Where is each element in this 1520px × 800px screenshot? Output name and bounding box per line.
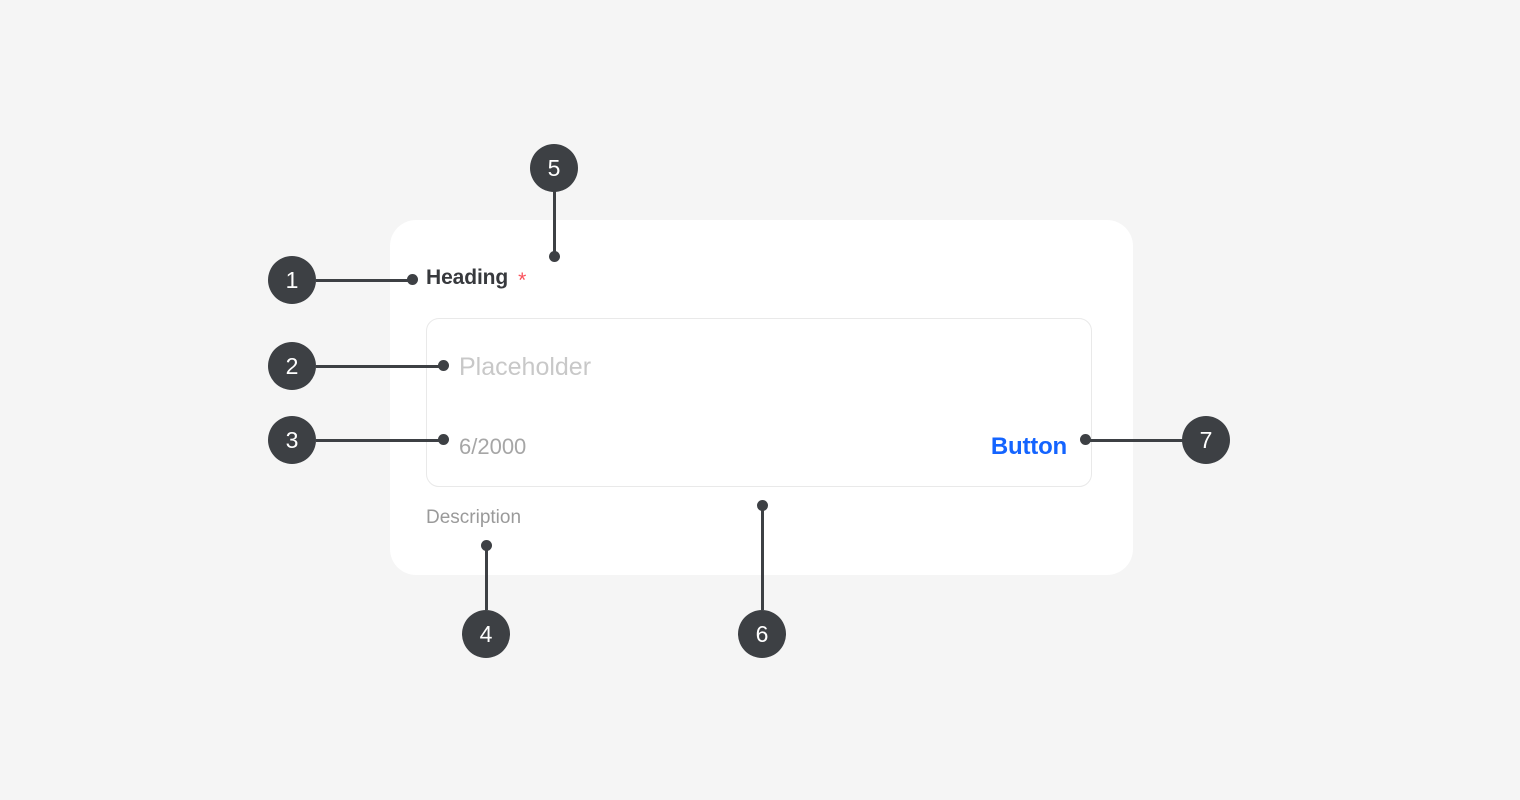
callout-badge-1[interactable]: 1	[268, 256, 316, 304]
character-counter: 6/2000	[459, 434, 527, 459]
textarea-field[interactable]: Placeholder 6/2000 Button	[426, 318, 1092, 487]
callout-2-line	[316, 365, 446, 368]
callout-3-line	[316, 439, 446, 442]
callout-badge-3-number: 3	[285, 426, 299, 453]
heading-row: Heading *	[426, 264, 526, 292]
callout-1-line	[316, 279, 416, 282]
callout-7-line	[1088, 439, 1188, 442]
callout-badge-6-number: 6	[755, 620, 769, 647]
callout-6-dot	[757, 500, 768, 511]
callout-7-dot	[1080, 434, 1091, 445]
callout-6-line	[761, 508, 764, 610]
callout-4-dot	[481, 540, 492, 551]
callout-badge-7[interactable]: 7	[1182, 416, 1230, 464]
callout-badge-5[interactable]: 5	[530, 144, 578, 192]
callout-5-dot	[549, 251, 560, 262]
callout-badge-7-number: 7	[1199, 426, 1213, 453]
callout-badge-2[interactable]: 2	[268, 342, 316, 390]
page-title: Heading	[426, 266, 509, 289]
callout-badge-1-number: 1	[285, 266, 299, 293]
callout-2-dot	[438, 360, 449, 371]
description-text: Description	[426, 507, 522, 528]
callout-badge-6[interactable]: 6	[738, 610, 786, 658]
callout-4-line	[485, 548, 488, 610]
callout-badge-2-number: 2	[285, 352, 299, 379]
action-button[interactable]: Button	[990, 433, 1067, 460]
callout-5-line	[553, 190, 556, 258]
callout-1-dot	[407, 274, 418, 285]
callout-badge-3[interactable]: 3	[268, 416, 316, 464]
callout-badge-4[interactable]: 4	[462, 610, 510, 658]
callout-3-dot	[438, 434, 449, 445]
callout-badge-4-number: 4	[479, 620, 493, 647]
required-asterisk-icon: *	[518, 268, 527, 292]
callout-badge-5-number: 5	[547, 154, 561, 181]
textarea-placeholder: Placeholder	[459, 353, 592, 381]
textarea-footer: 6/2000 Button	[459, 432, 1067, 462]
